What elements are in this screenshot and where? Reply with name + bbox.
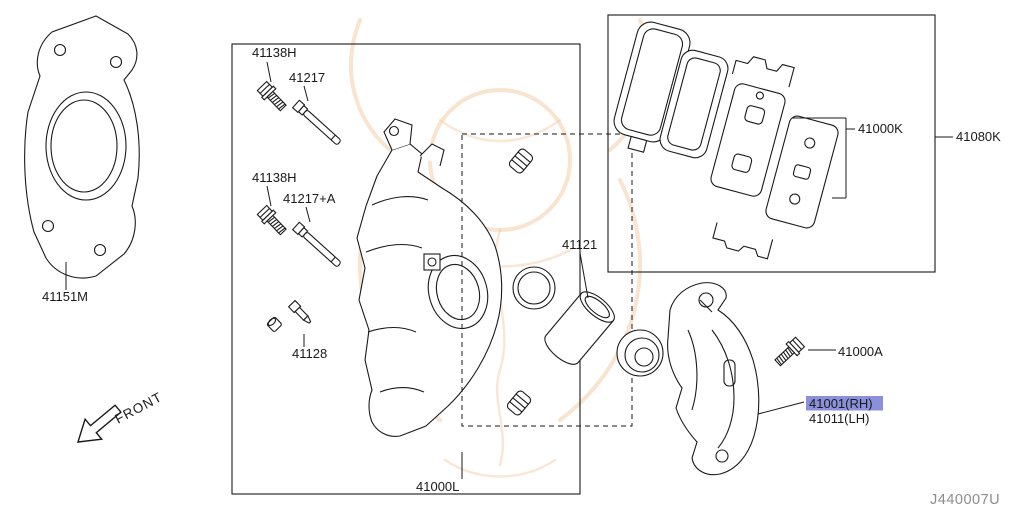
front-arrow bbox=[77, 404, 122, 443]
piston-leader bbox=[579, 252, 589, 299]
piston-seal-drawing bbox=[512, 266, 556, 310]
mount-bolt-label[interactable]: 41000A bbox=[838, 344, 883, 359]
shim-outer-drawing bbox=[765, 115, 839, 229]
front-label: FRONT bbox=[112, 389, 165, 426]
caliper-assembly-label[interactable]: 41000L bbox=[416, 479, 459, 494]
guide-pin-upper-leader bbox=[303, 85, 309, 102]
bolt-lower-drawing bbox=[255, 203, 290, 239]
pad-clip-top-drawing bbox=[731, 56, 795, 88]
drawing-code: J440007U bbox=[930, 492, 1000, 508]
guide-pin-lower-drawing bbox=[292, 221, 343, 270]
piston-kit-dashed-box bbox=[461, 133, 633, 427]
torque-member-rh-label[interactable]: 41001(RH) bbox=[809, 396, 873, 411]
bleeder-valve-drawing bbox=[287, 299, 312, 324]
grommet-bottom-drawing bbox=[505, 388, 533, 418]
piston-drawing bbox=[544, 291, 615, 365]
bolt-upper-drawing bbox=[255, 79, 290, 115]
pad-clip-bottom-drawing bbox=[712, 222, 774, 260]
shim-inner-drawing bbox=[710, 83, 786, 197]
bolt-lower-leader bbox=[266, 185, 272, 207]
piston-boot-drawing bbox=[616, 329, 664, 377]
pad-hardware-kit-label[interactable]: 41080K bbox=[956, 129, 1001, 144]
guide-pin-upper-label[interactable]: 41217 bbox=[289, 70, 325, 85]
main-assembly-box bbox=[231, 43, 581, 495]
mount-bolt-drawing bbox=[771, 335, 807, 370]
grommet-top-drawing bbox=[507, 146, 535, 176]
guide-pin-lower-leader bbox=[305, 206, 311, 223]
bleeder-cap-drawing bbox=[266, 316, 282, 332]
torque-member-label-highlight bbox=[806, 396, 883, 411]
torque-member-drawing bbox=[667, 282, 760, 476]
pad-kit-bracket bbox=[792, 117, 855, 199]
dust-shield-drawing bbox=[24, 15, 140, 279]
dust-shield-label[interactable]: 41151M bbox=[42, 289, 88, 304]
pad-kit-label[interactable]: 41000K bbox=[858, 121, 903, 136]
guide-pin-upper-drawing bbox=[292, 99, 343, 148]
bolt-upper-label[interactable]: 41138H bbox=[252, 45, 297, 60]
pad-hardware-box bbox=[607, 14, 936, 273]
caliper-body-drawing bbox=[356, 118, 503, 437]
guide-pin-lower-label[interactable]: 41217+A bbox=[283, 191, 336, 206]
bolt-lower-label[interactable]: 41138H bbox=[252, 170, 297, 185]
bleeder-valve-label[interactable]: 41128 bbox=[292, 346, 327, 361]
torque-member-lh-label[interactable]: 41011(LH) bbox=[809, 411, 869, 426]
piston-label[interactable]: 41121 bbox=[562, 237, 597, 252]
pad-outer-drawing bbox=[659, 49, 729, 159]
bolt-upper-leader bbox=[266, 61, 272, 83]
torque-member-leader bbox=[757, 401, 805, 415]
